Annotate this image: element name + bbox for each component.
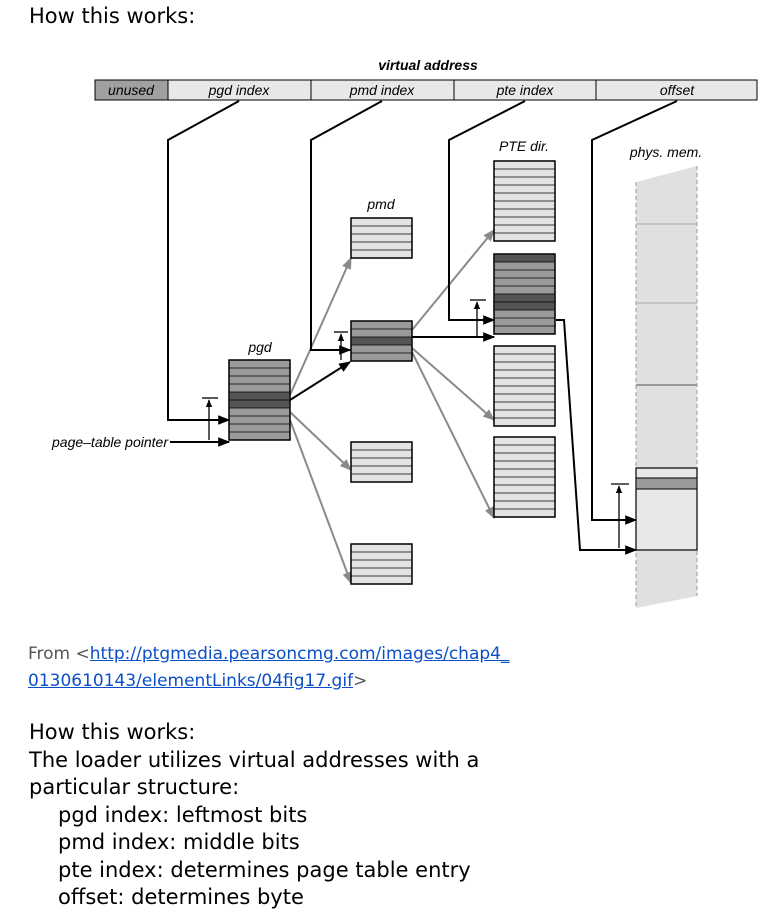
source-link[interactable]: http://ptgmedia.pearsoncmg.com/images/ch…	[28, 644, 509, 691]
page-heading: How this works:	[29, 4, 196, 28]
source-gt: >	[353, 671, 368, 691]
physical-byte	[635, 477, 698, 490]
field-pte-index: pte index	[496, 82, 555, 98]
pgd-table	[228, 359, 291, 441]
index-offset-markers	[202, 299, 629, 548]
virtual-address-bar: unused pgd index pmd index pte index off…	[94, 79, 758, 101]
pte-table-bottom	[493, 436, 556, 518]
explanation-item: pgd index: leftmost bits	[58, 802, 308, 827]
explanation-item: pmd index: middle bits	[58, 830, 300, 854]
explanation-heading: How this works:	[29, 720, 196, 744]
pmd-table-bottom	[350, 543, 413, 585]
pmd-label: pmd	[366, 196, 395, 212]
field-offset: offset	[660, 82, 695, 98]
pte-index-path	[448, 100, 526, 325]
explanation: How this works: The loader utilizes virt…	[29, 719, 749, 912]
field-pgd-index: pgd index	[208, 82, 271, 98]
page-table-diagram: virtual address unused pgd index pmd ind…	[51, 57, 758, 608]
explanation-item: pte index: determines page table entry	[58, 857, 471, 882]
source-link-line2: 0130610143/elementLinks/04fig17.gif	[28, 671, 354, 691]
pgd-to-pmd-arrow	[289, 361, 352, 401]
pmd-index-path	[310, 100, 383, 355]
pte-dir-label: PTE dir.	[499, 138, 549, 154]
source-attribution: From <http://ptgmedia.pearsoncmg.com/ima…	[28, 641, 728, 695]
explanation-item: offset: determines byte	[58, 885, 304, 909]
explanation-intro-line2: particular structure:	[29, 775, 240, 799]
field-unused: unused	[108, 82, 155, 98]
phys-mem-label: phys. mem.	[629, 144, 702, 160]
explanation-intro-line1: The loader utilizes virtual addresses wi…	[29, 747, 480, 772]
resolution-paths	[167, 100, 678, 555]
table-stacks	[228, 160, 556, 585]
source-lt: <	[75, 644, 90, 664]
explanation-list: pgd index: leftmost bits pmd index: midd…	[29, 802, 749, 912]
pte-table-active	[493, 253, 556, 335]
physical-memory	[635, 166, 698, 608]
source-link-line1: http://ptgmedia.pearsoncmg.com/images/ch…	[89, 644, 510, 664]
pmd-table-active	[350, 320, 413, 362]
field-offset-box	[595, 79, 758, 101]
field-pmd-index: pmd index	[349, 82, 416, 98]
pmd-table-top	[350, 217, 413, 259]
pmd-table-lower	[350, 441, 413, 483]
offset-path	[591, 100, 678, 525]
pte-table-middle	[493, 345, 556, 427]
pte-table-top	[493, 160, 556, 242]
unused-entry-arrows	[289, 229, 495, 585]
pgd-index-path	[167, 100, 240, 425]
virtual-address-title: virtual address	[378, 57, 478, 73]
pgd-label: pgd	[247, 339, 273, 355]
source-prefix: From	[28, 644, 76, 664]
page-table-pointer-label: page–table pointer	[51, 434, 169, 450]
pte-to-page-arrow	[556, 319, 638, 555]
